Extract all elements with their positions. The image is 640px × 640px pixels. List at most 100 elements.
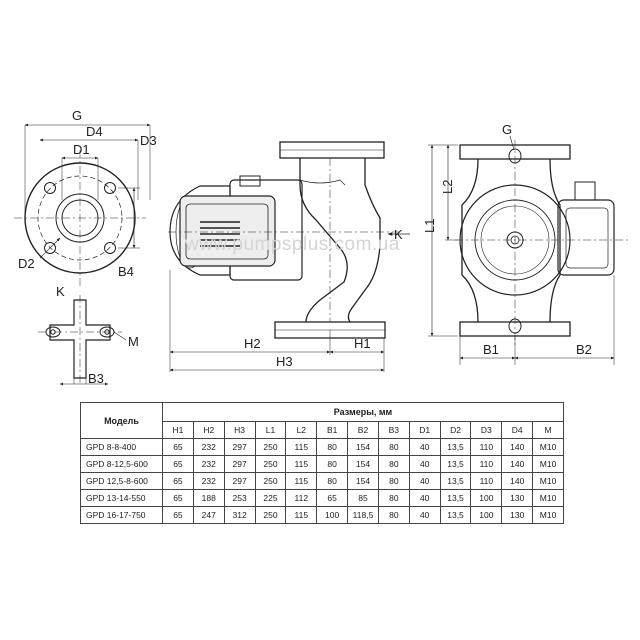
flange-front-view: [14, 123, 151, 286]
pump-top-labels: G L2 L1 B1 B2: [422, 122, 592, 357]
value-cell: 13,5: [439, 506, 472, 524]
col-H1: H1: [162, 421, 194, 439]
value-cell: 80: [377, 455, 410, 473]
value-cell: 13,5: [439, 438, 472, 456]
value-cell: 13,5: [439, 472, 472, 490]
label-H2: H2: [244, 336, 261, 351]
value-cell: 297: [223, 438, 256, 456]
value-cell: 250: [254, 455, 287, 473]
value-cell: 232: [192, 455, 225, 473]
value-cell: 297: [223, 455, 256, 473]
model-header: Модель: [80, 402, 163, 439]
label-H1: H1: [354, 336, 371, 351]
value-cell: 110: [470, 438, 503, 456]
value-cell: 80: [377, 438, 410, 456]
dimensions-header: Размеры, мм: [162, 402, 564, 422]
value-cell: 154: [347, 455, 379, 473]
value-cell: 40: [408, 438, 441, 456]
value-cell: 65: [162, 438, 194, 456]
value-cell: 253: [223, 489, 256, 507]
flange-labels: G D4 D3 D1 D2 B4: [18, 108, 157, 279]
col-M: M: [532, 421, 564, 439]
value-cell: 112: [285, 489, 318, 507]
value-cell: 40: [408, 489, 441, 507]
value-cell: 250: [254, 506, 287, 524]
label-D2: D2: [18, 256, 35, 271]
col-B2: B2: [347, 421, 379, 439]
value-cell: 232: [192, 472, 225, 490]
pump-top-view: [428, 135, 630, 365]
label-B3: B3: [88, 371, 104, 386]
value-cell: 247: [192, 506, 225, 524]
technical-drawing: G D4 D3 D1 D2 B4 K M B3: [14, 108, 630, 386]
value-cell: 140: [501, 455, 534, 473]
value-cell: 130: [501, 489, 534, 507]
model-cell: GPD 16-17-750: [80, 506, 163, 524]
value-cell: M10: [532, 506, 564, 524]
watermark: www.pumpsplus.com.ua: [184, 234, 400, 255]
value-cell: 140: [501, 438, 534, 456]
value-cell: 225: [254, 489, 287, 507]
value-cell: 130: [501, 506, 534, 524]
counter-flange-labels: K M B3: [56, 284, 139, 386]
value-cell: 250: [254, 438, 287, 456]
value-cell: 110: [470, 455, 503, 473]
model-cell: GPD 13-14-550: [80, 489, 163, 507]
label-L1: L1: [422, 219, 437, 233]
value-cell: 65: [162, 506, 194, 524]
label-G: G: [72, 108, 82, 123]
value-cell: 115: [285, 455, 318, 473]
col-H3: H3: [223, 421, 256, 439]
column-header-row: H1 H2 H3 L1 L2 B1 B2 B3 D1 D2 D3 D4 M: [81, 421, 564, 439]
col-H2: H2: [192, 421, 225, 439]
pump-side-labels: K H2 H1 H3: [244, 227, 403, 369]
label-K-left: K: [56, 284, 65, 299]
value-cell: 85: [347, 489, 379, 507]
value-cell: 100: [470, 489, 503, 507]
value-cell: 140: [501, 472, 534, 490]
label-B4: B4: [118, 264, 134, 279]
dimensions-table: Модель Размеры, мм H1 H2 H3 L1 L2 B1 B2 …: [80, 402, 564, 524]
col-D4: D4: [501, 421, 534, 439]
value-cell: 154: [347, 472, 379, 490]
value-cell: 110: [470, 472, 503, 490]
value-cell: 154: [347, 438, 379, 456]
value-cell: 80: [316, 455, 349, 473]
label-D1: D1: [73, 142, 90, 157]
value-cell: 297: [223, 472, 256, 490]
col-B1: B1: [316, 421, 349, 439]
model-cell: GPD 12,5-8-600: [80, 472, 163, 490]
value-cell: M10: [532, 455, 564, 473]
col-D2: D2: [439, 421, 472, 439]
value-cell: 312: [223, 506, 256, 524]
value-cell: 80: [377, 506, 410, 524]
model-cell: GPD 8-12,5-600: [80, 455, 163, 473]
label-B2: B2: [576, 342, 592, 357]
label-B1: B1: [483, 342, 499, 357]
col-D1: D1: [408, 421, 441, 439]
value-cell: M10: [532, 472, 564, 490]
value-cell: 80: [316, 472, 349, 490]
value-cell: 118,5: [347, 506, 379, 524]
value-cell: 65: [162, 472, 194, 490]
value-cell: 65: [316, 489, 349, 507]
label-D4: D4: [86, 124, 103, 139]
value-cell: 80: [316, 438, 349, 456]
value-cell: 65: [162, 455, 194, 473]
pump-side-view: [168, 141, 410, 372]
value-cell: 40: [408, 472, 441, 490]
label-L2: L2: [440, 180, 455, 194]
value-cell: 100: [470, 506, 503, 524]
label-K-right: K: [394, 227, 403, 242]
col-B3: B3: [377, 421, 410, 439]
value-cell: 65: [162, 489, 194, 507]
value-cell: M10: [532, 438, 564, 456]
value-cell: 80: [377, 489, 410, 507]
col-L1: L1: [254, 421, 287, 439]
value-cell: 40: [408, 455, 441, 473]
col-D3: D3: [470, 421, 503, 439]
